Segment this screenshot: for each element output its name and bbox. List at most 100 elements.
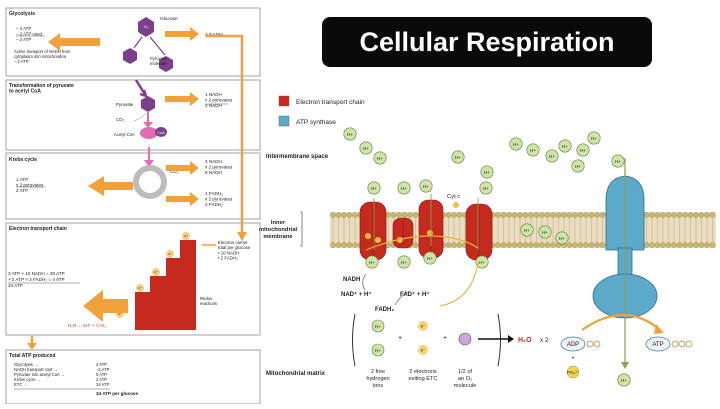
hplus-step-3 bbox=[136, 284, 144, 292]
lipid-head-bottom bbox=[352, 242, 358, 248]
pi-blob bbox=[566, 365, 580, 379]
lipid-head-top bbox=[390, 212, 397, 218]
lipid-head-bottom bbox=[341, 242, 347, 248]
lipid-head-top bbox=[599, 212, 606, 218]
hplus-ion-label: H+ bbox=[621, 378, 627, 383]
krebs-fadh-line: x 2 pyruvates bbox=[205, 197, 233, 202]
lipid-head-bottom bbox=[698, 242, 705, 248]
q-dot bbox=[427, 230, 433, 236]
reaction-caption: molecule bbox=[454, 383, 476, 389]
hplus-ion-label: H+ bbox=[559, 236, 565, 241]
reaction-caption: ions bbox=[373, 383, 383, 389]
total-row-label: Pyruvate into acetyl CoA → bbox=[14, 372, 65, 377]
glycolysis-note: – 2 ATP bbox=[14, 59, 29, 64]
etc-staircase bbox=[135, 240, 196, 330]
lipid-head-bottom bbox=[335, 242, 342, 248]
krebs-co2: CO₂ bbox=[170, 169, 179, 174]
lipid-head-top bbox=[654, 212, 661, 218]
etc-atp-arrow bbox=[83, 290, 128, 322]
hplus-ion-label: H+ bbox=[615, 159, 621, 164]
matrix-label: Mitochondrial matrix bbox=[266, 371, 326, 377]
cytc-dot bbox=[453, 202, 459, 208]
etc-carrier-line: Electron carrier bbox=[218, 240, 248, 245]
etc-calc-line: + 2 ATP × 2 FADH₂ = 4 ATP bbox=[8, 277, 65, 282]
glucose-symbol: G₆ bbox=[144, 24, 149, 29]
hplus-ion bbox=[359, 141, 373, 155]
lipid-head-top bbox=[693, 212, 699, 218]
lipid-head-bottom bbox=[522, 242, 529, 248]
adp-blob bbox=[560, 336, 586, 352]
pyruvate-panel bbox=[5, 79, 261, 151]
lipid-head-top bbox=[649, 212, 655, 218]
hplus-step-label: H⁺ bbox=[154, 270, 158, 274]
collector-line bbox=[206, 34, 244, 236]
intermembrane-label: Intermembrane space bbox=[266, 154, 329, 160]
coa-blob bbox=[155, 127, 167, 137]
lipid-head-top bbox=[500, 212, 507, 218]
lipid-head-bottom bbox=[660, 242, 666, 248]
hplus-step-0 bbox=[182, 232, 190, 240]
pyruvate-hexagon bbox=[141, 96, 155, 112]
lipid-head-top bbox=[511, 212, 518, 218]
lipid-head-top bbox=[588, 212, 595, 218]
lipid-head-top bbox=[335, 212, 342, 218]
reaction-arrow-head bbox=[508, 335, 514, 343]
collector-head bbox=[237, 232, 247, 241]
pyruvate-right bbox=[159, 56, 173, 72]
etc-calc-line: 3 ATP × 10 NADH = 30 ATP bbox=[8, 271, 65, 276]
electron-label: e⁻ bbox=[421, 348, 426, 353]
atp-blob bbox=[645, 336, 671, 352]
lipid-head-top bbox=[643, 212, 650, 218]
adp-label: ADP bbox=[567, 342, 579, 348]
pyruvate-molecule-label: molecule bbox=[150, 61, 167, 66]
hplus-free-label: H+ bbox=[375, 324, 381, 329]
lipid-head-top bbox=[330, 212, 336, 218]
glucose-label: Glucose bbox=[160, 16, 178, 22]
hplus-ion-label: H+ bbox=[401, 186, 407, 191]
lipid-head-top bbox=[665, 212, 672, 218]
legend-swatch bbox=[278, 115, 290, 127]
hplus-ion bbox=[555, 231, 569, 245]
lipid-head-bottom bbox=[577, 242, 584, 248]
hplus-ion-label: H+ bbox=[363, 146, 369, 151]
glycolysis-atp-line: – 2 ATP bbox=[16, 37, 31, 42]
lipid-head-bottom bbox=[687, 242, 694, 248]
hplus-ion-label: H+ bbox=[423, 184, 429, 189]
hplus-ion bbox=[587, 131, 601, 145]
lipid-head-bottom bbox=[572, 242, 578, 248]
coa-label: CoA bbox=[157, 131, 165, 135]
hplus-ion bbox=[526, 143, 540, 157]
fadh-arrow bbox=[394, 291, 409, 306]
reaction-caption: 2 free bbox=[371, 369, 385, 375]
total-row-label: Krebs cycle → bbox=[14, 377, 41, 382]
proton-channel-head bbox=[621, 362, 629, 369]
pyruvate-heading: to acetyl CoA bbox=[9, 89, 41, 95]
hplus-ion bbox=[343, 127, 357, 141]
krebs-nadh-line: x 2 pyruvates bbox=[205, 165, 233, 170]
lipid-head-top bbox=[577, 212, 584, 218]
hplus-ion bbox=[509, 137, 523, 151]
atp-label: ATP bbox=[652, 342, 663, 348]
lipid-head-top bbox=[550, 212, 556, 218]
hplus-ion-label: H+ bbox=[371, 186, 377, 191]
hplus-ion bbox=[365, 255, 379, 269]
hplus-ion-label: H+ bbox=[455, 155, 461, 160]
legend-label: Electron transport chain bbox=[296, 99, 365, 106]
acetyl-arrow-head bbox=[143, 122, 153, 128]
nad-label: NAD⁺ + H⁺ bbox=[341, 291, 372, 298]
co2-line bbox=[133, 112, 147, 122]
hplus-ion-label: H+ bbox=[401, 260, 407, 265]
pyruvate-nadh-line: 1 NADH bbox=[205, 92, 222, 97]
lipid-head-bottom bbox=[445, 242, 452, 248]
plus-sign: + bbox=[398, 335, 402, 342]
hplus-free-label: H+ bbox=[375, 348, 381, 353]
hplus-ion bbox=[520, 223, 534, 237]
krebs-nadh-line: 6 NADH bbox=[205, 170, 222, 175]
bracket-right bbox=[497, 313, 501, 367]
hplus-ion-label: H+ bbox=[377, 156, 383, 161]
hplus-ion-label: H+ bbox=[483, 186, 489, 191]
electron-label: e⁻ bbox=[421, 324, 426, 329]
synthase-arrow bbox=[581, 313, 661, 331]
fadh2-label: FADH₂ bbox=[375, 307, 394, 313]
hplus-ion bbox=[538, 225, 552, 239]
